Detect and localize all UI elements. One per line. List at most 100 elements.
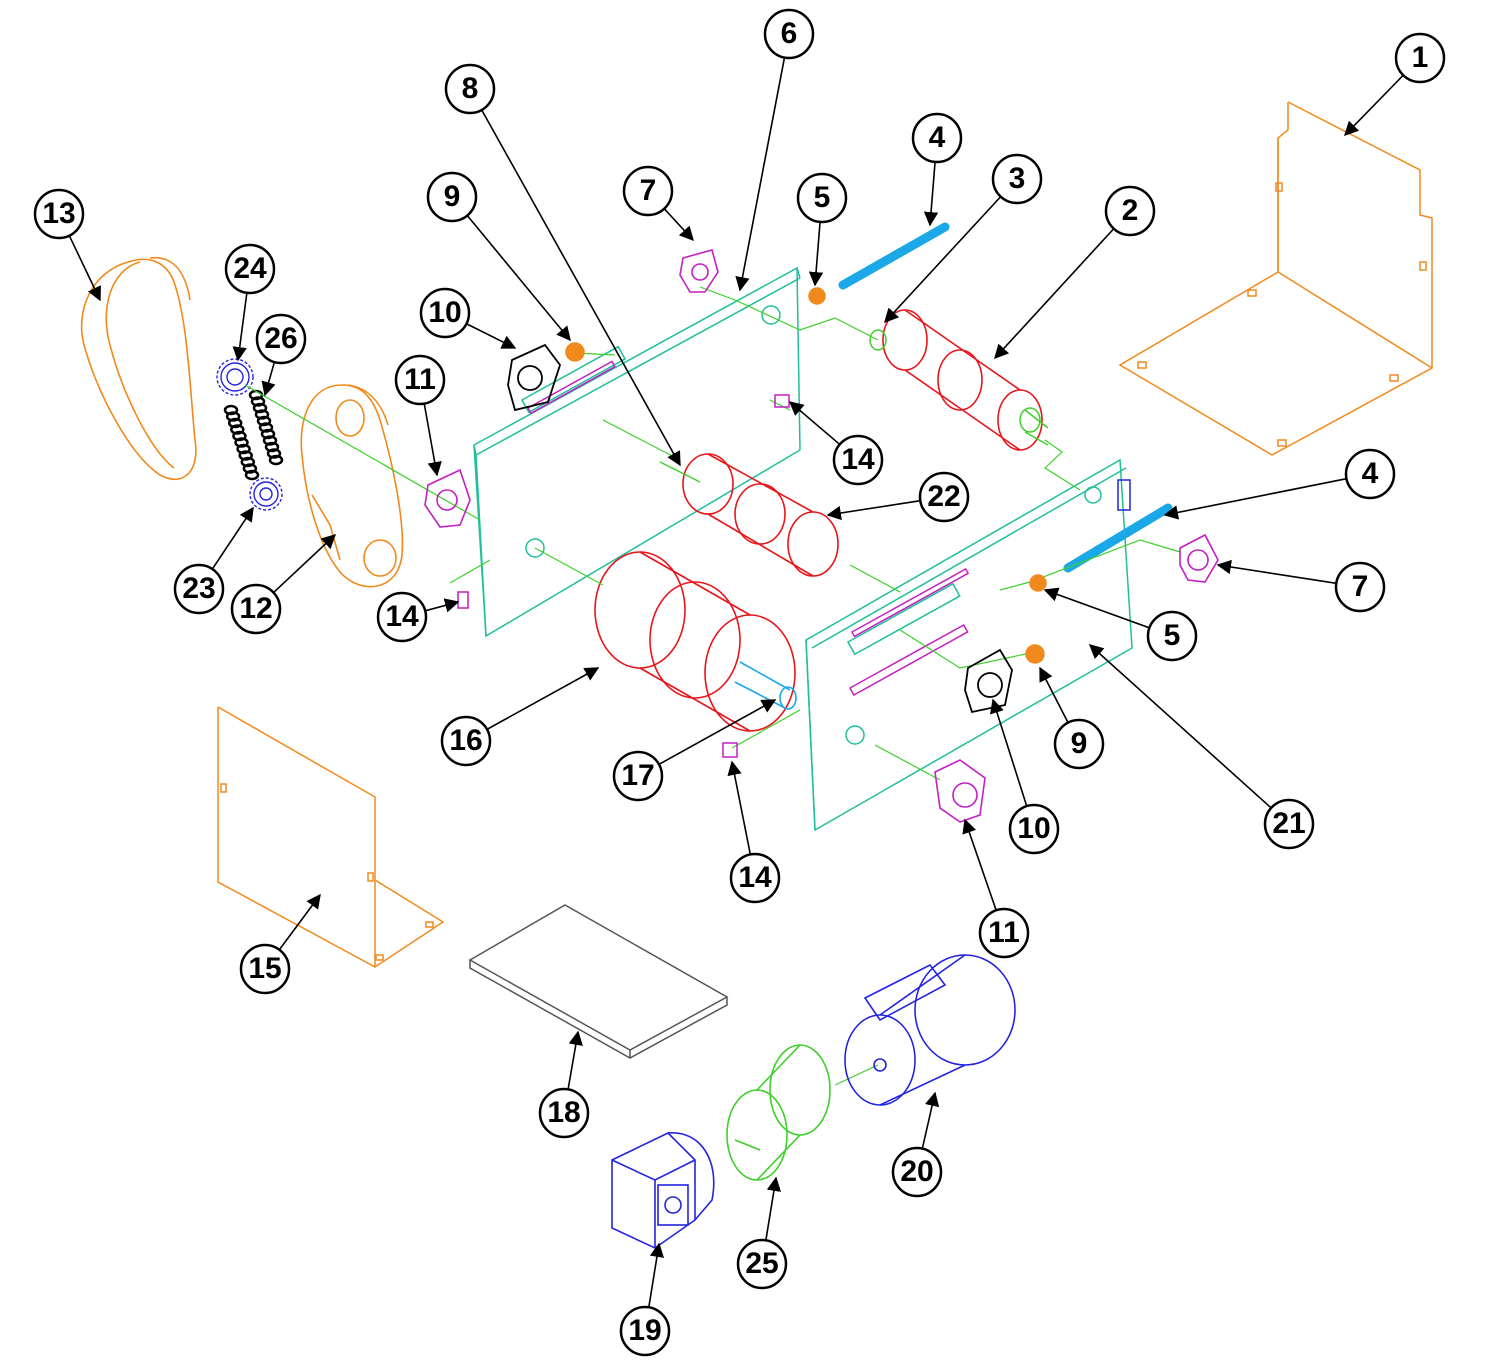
svg-text:15: 15 xyxy=(248,952,281,985)
leader-arrow xyxy=(1088,644,1272,809)
svg-text:14: 14 xyxy=(841,443,875,476)
svg-text:11: 11 xyxy=(988,916,1020,949)
svg-text:14: 14 xyxy=(385,600,419,633)
part-10-takeup-bearing xyxy=(507,343,1013,714)
svg-text:12: 12 xyxy=(239,592,272,625)
svg-text:5: 5 xyxy=(1164,619,1181,652)
callout-bubbles: 1 2 3 4 4 5 5 6 7 7 8 9 9 10 10 11 11 12… xyxy=(33,8,1446,1357)
svg-text:10: 10 xyxy=(1017,812,1050,845)
leader-arrow xyxy=(994,228,1115,360)
leader-arrow xyxy=(211,506,254,570)
part-14-bracket xyxy=(457,394,790,758)
svg-text:8: 8 xyxy=(462,72,479,105)
svg-text:25: 25 xyxy=(745,1247,778,1280)
leader-arrow xyxy=(423,403,442,477)
leader-lines xyxy=(68,57,1404,1308)
svg-text:19: 19 xyxy=(628,1314,661,1347)
part-9-collar xyxy=(565,342,1045,664)
leader-arrow xyxy=(424,598,460,613)
callout-14: 14 xyxy=(832,434,884,486)
part-6-side-frame xyxy=(473,266,801,638)
part-16-drive-drum xyxy=(594,551,796,732)
part-19-gear-reducer xyxy=(611,1132,715,1249)
callout-2: 2 xyxy=(1104,185,1156,237)
callout-13: 13 xyxy=(33,188,85,240)
leader-arrow xyxy=(788,401,841,446)
leader-arrow xyxy=(1043,587,1150,629)
svg-text:6: 6 xyxy=(781,17,798,50)
svg-text:4: 4 xyxy=(1362,457,1379,490)
leader-arrow xyxy=(232,292,248,362)
callout-6: 6 xyxy=(763,8,815,60)
chain-link xyxy=(268,454,284,466)
callout-22: 22 xyxy=(918,471,970,523)
callout-25: 25 xyxy=(736,1238,788,1290)
part-26-roller-chain xyxy=(223,389,284,481)
svg-text:11: 11 xyxy=(404,363,436,396)
callout-9: 9 xyxy=(1053,718,1105,770)
callout-5: 5 xyxy=(1146,610,1198,662)
svg-text:18: 18 xyxy=(547,1096,580,1129)
part-23-driven-sprocket xyxy=(249,477,283,511)
assembly-center-lines xyxy=(244,286,1181,1086)
callout-9: 9 xyxy=(426,171,478,223)
part-1-rear-cover xyxy=(1118,101,1433,456)
callout-26: 26 xyxy=(255,313,307,365)
callout-5: 5 xyxy=(796,172,848,224)
svg-text:2: 2 xyxy=(1122,194,1139,227)
leader-arrow xyxy=(921,1091,940,1149)
leader-arrow xyxy=(735,57,786,292)
part-21-side-frame xyxy=(805,458,1133,832)
callout-8: 8 xyxy=(444,63,496,115)
svg-text:13: 13 xyxy=(42,197,75,230)
leader-arrow xyxy=(962,818,997,911)
leader-arrow xyxy=(1039,666,1069,724)
part-3-shaft xyxy=(869,329,1049,446)
svg-text:14: 14 xyxy=(738,861,772,894)
leader-arrow xyxy=(481,109,681,467)
callout-3: 3 xyxy=(991,153,1043,205)
part-4-rod xyxy=(838,222,1173,573)
callout-19: 19 xyxy=(619,1305,671,1357)
callout-10: 10 xyxy=(419,287,471,339)
callout-23: 23 xyxy=(173,563,225,615)
leader-arrow xyxy=(278,893,321,951)
chain-link xyxy=(244,469,260,481)
part-20-electric-motor xyxy=(844,954,1016,1106)
leader-arrow xyxy=(261,361,276,397)
svg-text:10: 10 xyxy=(428,296,461,329)
part-24-drive-sprocket xyxy=(216,358,254,396)
callout-18: 18 xyxy=(538,1087,590,1139)
leader-arrow xyxy=(1163,477,1347,520)
svg-text:22: 22 xyxy=(927,480,960,513)
part-25-motor-adapter xyxy=(726,1044,831,1181)
callout-12: 12 xyxy=(230,583,282,635)
part-11-flange-bearing xyxy=(424,468,986,823)
part-15-front-cover xyxy=(217,706,445,968)
leader-arrow xyxy=(727,760,752,855)
leader-arrow xyxy=(826,499,921,521)
svg-text:4: 4 xyxy=(929,121,946,154)
leader-arrow xyxy=(466,215,571,342)
leader-arrow xyxy=(808,221,824,287)
leader-arrow xyxy=(663,208,694,242)
callout-11: 11 xyxy=(978,907,1030,959)
part-8-spacer xyxy=(659,461,701,483)
callout-7: 7 xyxy=(622,165,674,217)
svg-text:26: 26 xyxy=(264,322,297,355)
part-12-tensioner-plate xyxy=(300,384,404,588)
leader-arrow xyxy=(923,161,939,227)
part-7-flange-bearing xyxy=(679,249,1219,583)
callout-21: 21 xyxy=(1263,798,1315,850)
svg-text:20: 20 xyxy=(900,1155,933,1188)
svg-text:7: 7 xyxy=(640,174,657,207)
svg-text:1: 1 xyxy=(1412,41,1429,74)
callout-14: 14 xyxy=(376,591,428,643)
leader-arrow xyxy=(648,1242,665,1308)
part-13-chain-guard xyxy=(80,257,197,481)
leader-arrow xyxy=(272,534,337,594)
svg-text:7: 7 xyxy=(1352,570,1369,603)
callout-15: 15 xyxy=(239,943,291,995)
